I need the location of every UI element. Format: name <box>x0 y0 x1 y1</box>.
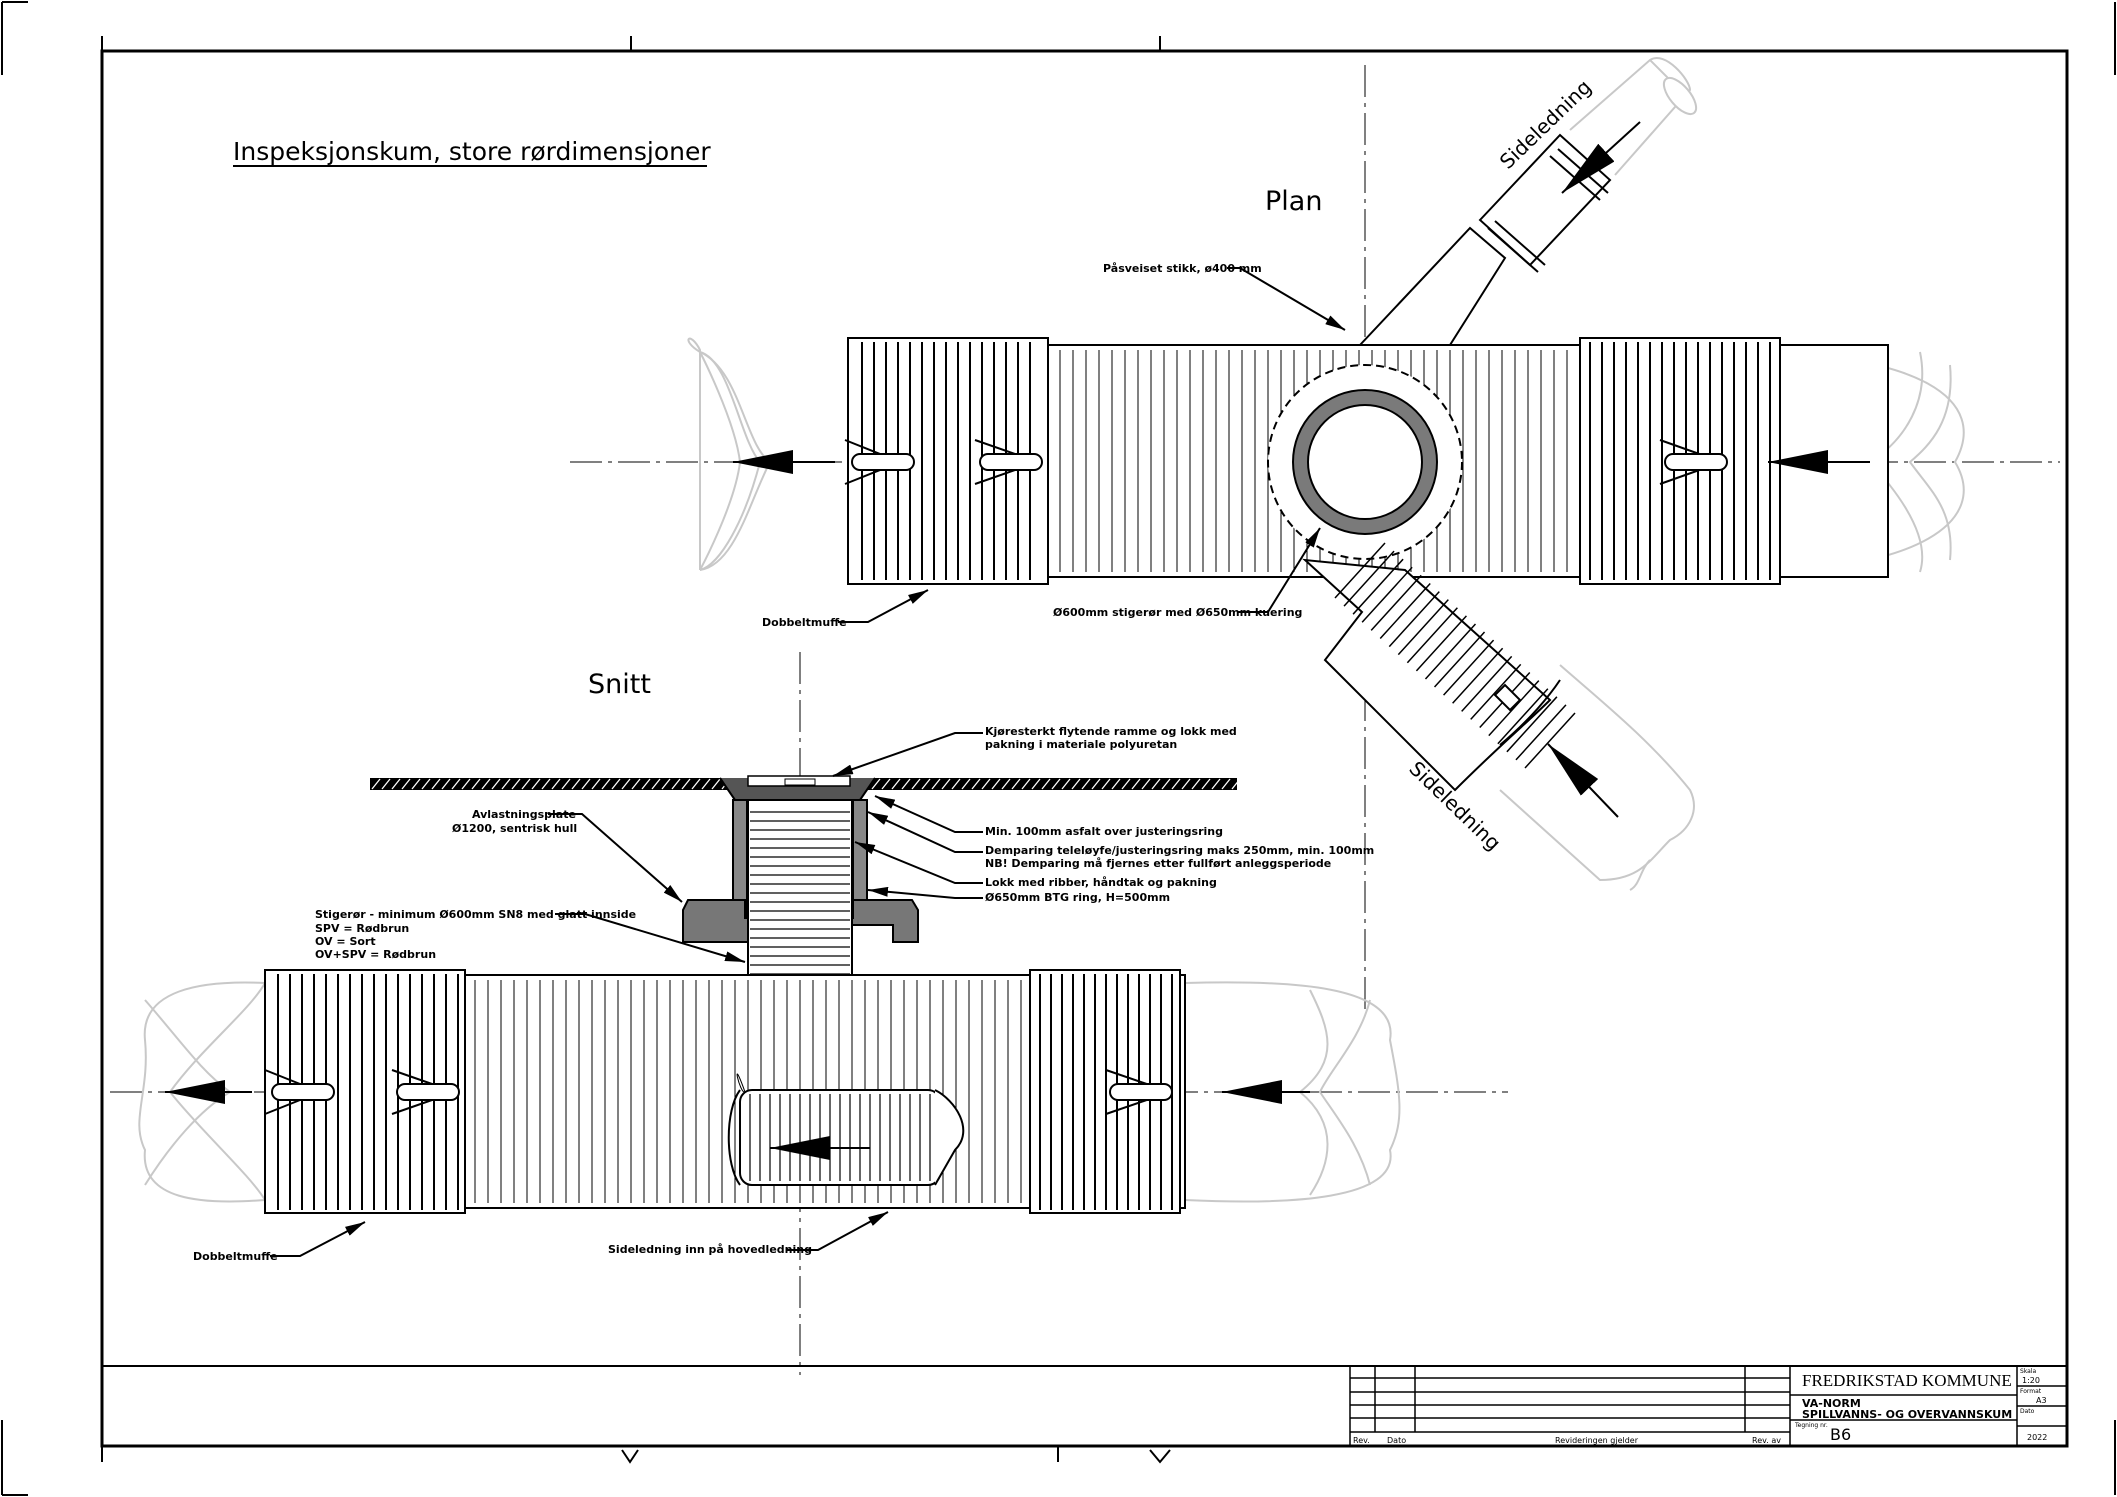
drawing-frame <box>100 49 2069 1448</box>
title-block-drawing-label: Tegning nr. <box>1794 1422 1828 1429</box>
section-dempering-label-2: NB! Demparing må fjernes etter fullført … <box>985 857 1331 870</box>
section-lokk-label-2: pakning i materiale polyuretan <box>985 738 1177 751</box>
title-block-company: FREDRIKSTAD KOMMUNE <box>1802 1371 2012 1390</box>
section-lokk-ribber-label: Lokk med ribber, håndtak og pakning <box>985 876 1217 889</box>
section-stigeror-leader <box>555 913 746 963</box>
section-avlastning-label-2: Ø1200, sentrisk hull <box>452 822 577 835</box>
section-btg-leader <box>867 886 983 899</box>
section-dempering-label-1: Demparing teleløyfe/justeringsring maks … <box>985 844 1374 857</box>
title-block-format-label: Format <box>2020 1388 2042 1395</box>
plan-dobbelmuffe-label: Dobbeltmuffe <box>762 616 847 629</box>
title-block-format: A3 <box>2036 1396 2047 1405</box>
section-ground-surface <box>370 778 1241 790</box>
title-block-scale-label: Skala <box>2020 1368 2037 1375</box>
frame-ticks <box>101 36 1171 1464</box>
plan-pipe-continuation-left <box>687 337 772 571</box>
section-slot-markers <box>264 1069 1174 1115</box>
plan-slot-markers <box>844 439 1728 485</box>
section-sideledning-inn-leader <box>786 1211 889 1251</box>
title-block-scale: 1:20 <box>2022 1376 2040 1385</box>
section-stigeror-label-2: SPV = Rødbrun <box>315 922 409 935</box>
title-block-date-label: Dato <box>2020 1408 2035 1415</box>
title-block-year: 2022 <box>2027 1433 2047 1442</box>
plan-stigeror-leader <box>1237 527 1321 613</box>
plan-pasveiset-leader <box>1227 267 1346 331</box>
title-block-revby-header: Rev. av <box>1752 1436 1781 1445</box>
title-block-line2: SPILLVANNS- OG OVERVANNSKUM <box>1802 1408 2012 1421</box>
plan-pasveiset-label: Påsveiset stikk, ø400 mm <box>1103 262 1262 275</box>
section-stigeror-label-1: Stigerør - minimum Ø600mm SN8 med glatt … <box>315 908 636 921</box>
section-avlastning-label-1: Avlastningsplate <box>472 808 576 821</box>
plan-sideledning-bottom-arrow <box>1547 743 1619 818</box>
section-dobbelmuffe-label: Dobbeltmuffe <box>193 1250 278 1263</box>
section-view: Snitt <box>110 652 1508 1375</box>
title-block-line1: VA-NORM <box>1802 1397 1861 1410</box>
plan-branch-bottom: Sideledning <box>1302 542 1695 891</box>
section-asfalt-label: Min. 100mm asfalt over justeringsring <box>985 825 1223 838</box>
plan-stigeror-label: Ø600mm stigerør med Ø650mm kuering <box>1053 606 1302 619</box>
section-asfalt-leader <box>874 795 983 833</box>
section-view-label: Snitt <box>588 669 651 700</box>
title-block-revision-header: Revideringen gjelder <box>1555 1436 1639 1445</box>
title-block: Rev. Dato Revideringen gjelder Rev. av F… <box>102 1365 2067 1446</box>
plan-dobbelmuffe-right <box>1579 337 1781 585</box>
section-stigeror-label-3: OV = Sort <box>315 935 376 948</box>
title-block-rev-header: Rev. <box>1353 1436 1370 1445</box>
plan-sideledning-top-arrow <box>1561 121 1641 194</box>
section-lokk-leader <box>832 732 983 777</box>
section-dobbelmuffe-leader <box>270 1221 366 1257</box>
section-btg-label: Ø650mm BTG ring, H=500mm <box>985 891 1170 904</box>
title-block-drawing-no: B6 <box>1830 1425 1851 1444</box>
section-lokk-ribber-leader <box>854 841 983 884</box>
plan-view-label: Plan <box>1265 186 1322 217</box>
section-avlastning-leader <box>548 813 683 903</box>
plan-dobbelmuffe-leader <box>838 589 929 623</box>
section-cover-frame <box>719 775 876 801</box>
drawing-title: Inspeksjonskum, store rørdimensjoner <box>233 137 711 166</box>
section-dempering-leader <box>867 811 983 853</box>
title-block-date-header: Dato <box>1387 1436 1406 1445</box>
section-lokk-label-1: Kjøresterkt flytende ramme og lokk med <box>985 725 1237 738</box>
section-sideledning-inn-label: Sideledning inn på hovedledning <box>608 1243 812 1256</box>
plan-branch-top: Sideledning <box>1357 57 1698 346</box>
plan-riser-inner <box>1307 404 1423 520</box>
section-side-inlet <box>727 1073 965 1186</box>
section-stigeror-label-4: OV+SPV = Rødbrun <box>315 948 436 961</box>
